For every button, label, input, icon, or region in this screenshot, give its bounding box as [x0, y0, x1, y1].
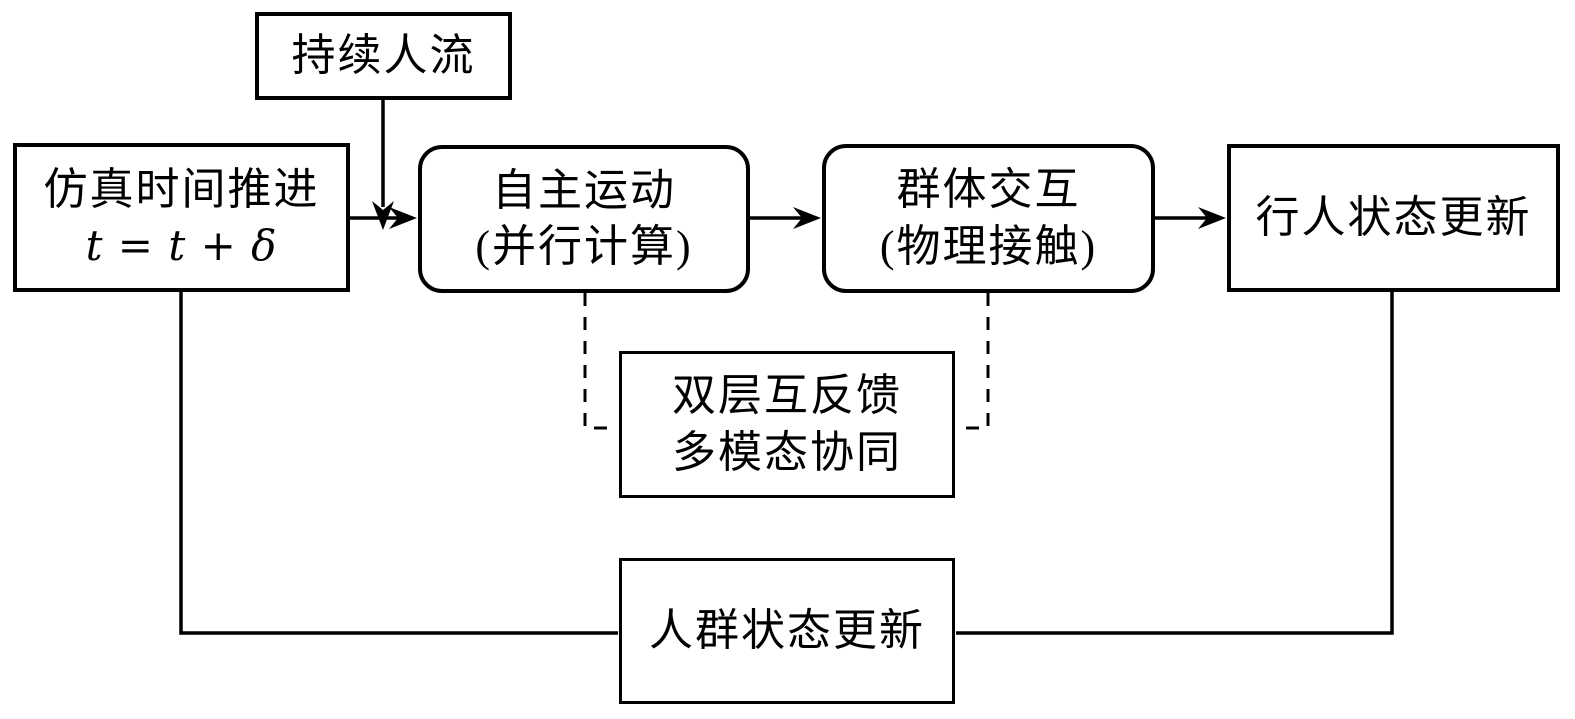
arrow-simtime-to-autonomous	[350, 207, 417, 229]
node-group-interaction-sublabel: (物理接触)	[879, 221, 1098, 271]
dashed-link-autonomous-feedback	[583, 293, 618, 430]
node-dual-layer-feedback-sublabel: 多模态协同	[672, 427, 902, 477]
arrow-interaction-to-pedestrian	[1155, 207, 1226, 229]
node-group-interaction: 群体交互 (物理接触)	[822, 144, 1155, 293]
node-sim-time-advance-label: 仿真时间推进	[43, 165, 320, 215]
node-continuous-inflow-label: 持续人流	[291, 30, 476, 80]
node-autonomous-motion-label: 自主运动	[492, 165, 676, 215]
node-sim-time-advance: 仿真时间推进 t = t + δ	[13, 143, 350, 292]
node-crowd-state-update: 人群状态更新	[619, 558, 955, 704]
node-dual-layer-feedback-label: 双层互反馈	[672, 371, 902, 421]
node-pedestrian-state-update: 行人状态更新	[1227, 144, 1560, 292]
dashed-link-interaction-feedback	[956, 293, 990, 430]
loop-simtime-to-crowdupdate	[179, 292, 618, 635]
loop-pedestrian-to-crowdupdate	[956, 292, 1394, 635]
node-group-interaction-label: 群体交互	[896, 165, 1081, 215]
arrow-autonomous-to-interaction	[750, 207, 821, 229]
node-autonomous-motion: 自主运动 (并行计算)	[418, 145, 750, 293]
node-continuous-inflow: 持续人流	[255, 12, 512, 100]
node-autonomous-motion-sublabel: (并行计算)	[475, 222, 693, 271]
node-sim-time-advance-formula: t = t + δ	[85, 220, 278, 270]
node-crowd-state-update-label: 人群状态更新	[649, 605, 925, 655]
node-dual-layer-feedback: 双层互反馈 多模态协同	[619, 351, 955, 498]
arrow-inflow-down	[372, 100, 394, 230]
node-pedestrian-state-update-label: 行人状态更新	[1255, 192, 1532, 242]
